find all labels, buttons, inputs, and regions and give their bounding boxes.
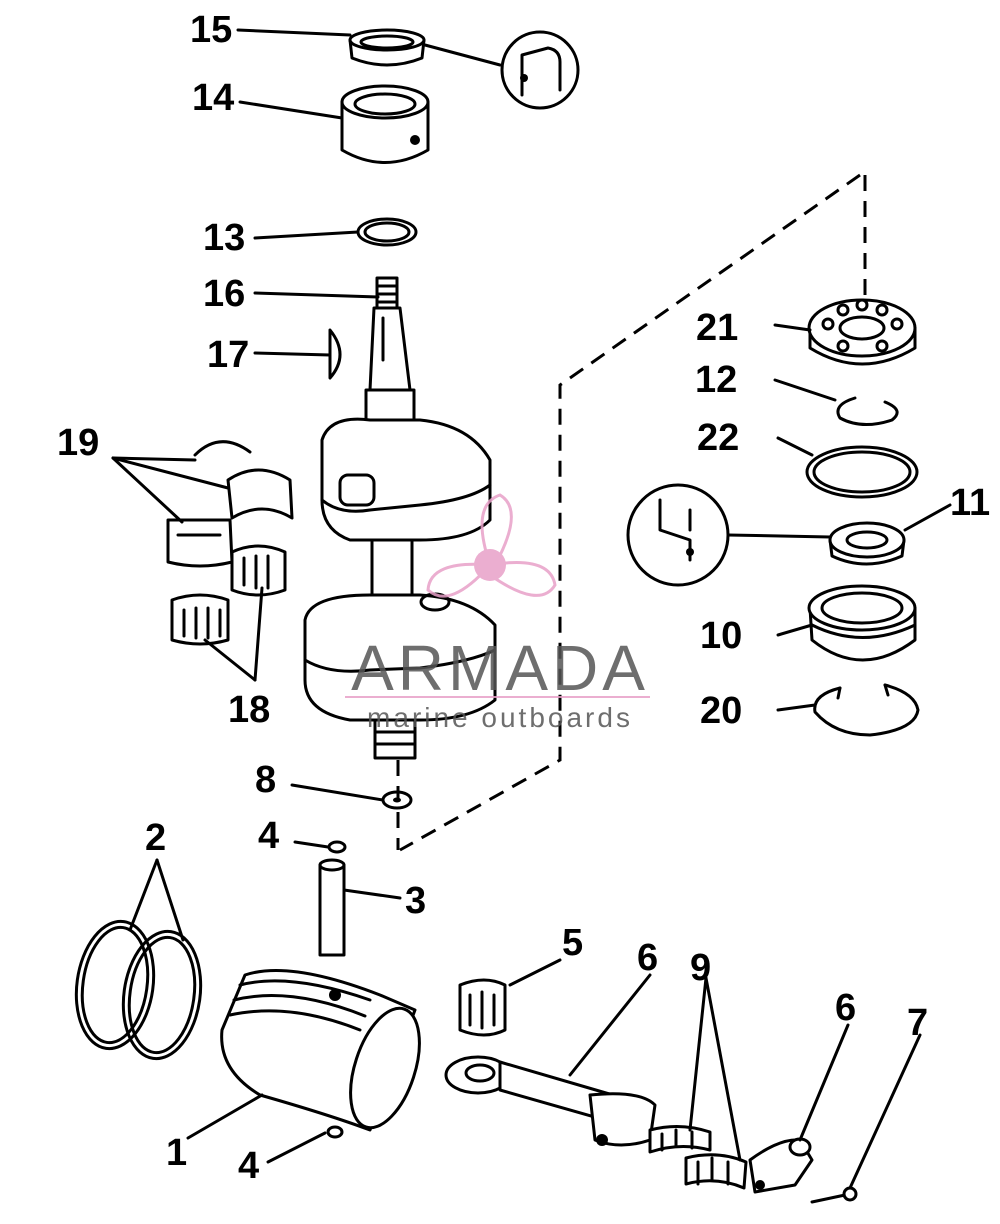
callout-8: 8 bbox=[255, 759, 276, 801]
callout-3: 3 bbox=[405, 880, 426, 922]
callout-6-cap: 6 bbox=[835, 987, 856, 1029]
callout-10: 10 bbox=[700, 615, 742, 657]
part-4-clip-lower bbox=[326, 1125, 344, 1139]
part-6-rod-cap bbox=[748, 1137, 814, 1194]
callout-6-rod: 6 bbox=[637, 937, 658, 979]
callout-4-upper: 4 bbox=[258, 815, 279, 857]
callout-14: 14 bbox=[192, 77, 234, 119]
assembly-dashed-line bbox=[396, 173, 867, 852]
part-14-bearing-housing bbox=[340, 84, 430, 164]
callout-5: 5 bbox=[562, 922, 583, 964]
callout-16: 16 bbox=[203, 273, 245, 315]
part-22-o-ring bbox=[805, 445, 919, 499]
callout-22: 22 bbox=[697, 417, 739, 459]
callout-12: 12 bbox=[695, 359, 737, 401]
leader-lines bbox=[111, 28, 952, 1190]
part-7-screw bbox=[810, 1186, 858, 1204]
callout-9: 9 bbox=[690, 947, 711, 989]
callout-20: 20 bbox=[700, 690, 742, 732]
callout-7: 7 bbox=[907, 1002, 928, 1044]
part-21-ball-bearing bbox=[807, 298, 917, 366]
watermark: ARMADA marine outboards bbox=[345, 493, 650, 733]
part-5-needle-bearing bbox=[458, 978, 507, 1037]
part-16-crankshaft bbox=[303, 276, 497, 760]
part-1-piston bbox=[220, 969, 421, 1132]
seal-orientation-inset-right bbox=[626, 483, 730, 587]
part-6-connecting-rod bbox=[444, 1055, 657, 1147]
part-3-piston-pin bbox=[318, 858, 346, 957]
callout-11: 11 bbox=[950, 482, 990, 524]
callout-15: 15 bbox=[190, 9, 232, 51]
callout-19: 19 bbox=[57, 422, 99, 464]
propeller-icon bbox=[426, 493, 557, 598]
watermark-tagline: marine outboards bbox=[367, 702, 633, 733]
part-9-bearing-cage bbox=[648, 1125, 748, 1190]
callout-2: 2 bbox=[145, 817, 166, 859]
part-18-needle-bearing bbox=[170, 544, 287, 646]
callout-4-lower: 4 bbox=[238, 1145, 259, 1187]
watermark-brand: ARMADA bbox=[351, 632, 649, 704]
callout-13: 13 bbox=[203, 217, 245, 259]
part-4-clip-upper bbox=[327, 840, 347, 854]
part-11-seal bbox=[828, 521, 906, 566]
callout-numbers: 15 14 13 16 17 19 18 8 4 3 2 1 4 5 6 9 6… bbox=[57, 9, 990, 1187]
part-15-seal bbox=[348, 28, 426, 67]
part-17-key bbox=[328, 328, 342, 380]
part-2-piston-rings bbox=[74, 919, 203, 1061]
callout-21: 21 bbox=[696, 307, 738, 349]
part-12-snap-ring bbox=[836, 396, 899, 426]
callout-17: 17 bbox=[207, 334, 249, 376]
callout-18: 18 bbox=[228, 689, 270, 731]
seal-orientation-inset bbox=[500, 30, 580, 110]
part-20-retaining-ring bbox=[813, 683, 920, 737]
callout-1: 1 bbox=[166, 1132, 187, 1174]
part-10-bearing-housing bbox=[807, 584, 917, 662]
part-13-shim bbox=[356, 217, 418, 247]
